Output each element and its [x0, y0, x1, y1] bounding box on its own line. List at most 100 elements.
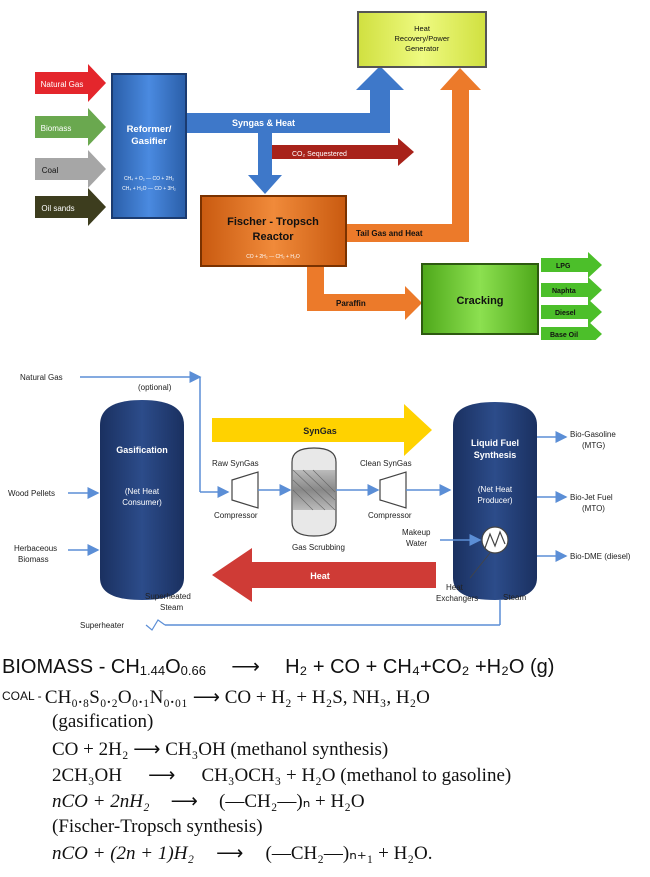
compressor-1-icon: [231, 471, 259, 509]
output-label: Naphta: [552, 288, 576, 295]
ft-title-1: Fischer - Tropsch: [227, 216, 319, 228]
ft2-reactant: nCO + (2n + 1)H₂: [52, 843, 195, 864]
bio-jet-sub: (MTO): [582, 504, 605, 513]
output-arrow-naphta: Naphta: [541, 277, 602, 303]
heat-exchanger-icon: [481, 526, 509, 554]
biomass-o: O: [165, 656, 181, 678]
heat-recovery-title-3: Generator: [405, 44, 439, 53]
fischer-tropsch-equation: nCO + 2nH₂ ⟶ (—CH₂—)ₙ + H₂O: [52, 790, 365, 813]
mtg-reactant: 2CH₃OH: [52, 765, 122, 786]
biomass-sub-2: 0.66: [180, 663, 206, 678]
coal-note: (gasification): [52, 711, 154, 732]
biomass-sub-1: 1.44: [139, 663, 166, 678]
bio-dme-label: Bio-DME (diesel): [570, 552, 631, 561]
reformer-title-1: Reformer/: [127, 124, 172, 135]
ft-products: (—CH₂—)ₙ + H₂O: [219, 791, 365, 812]
biomass-arrow: ⟶: [231, 656, 260, 678]
syngas-down-arrow: [248, 133, 282, 194]
output-arrow-base-oil: Base Oil: [541, 321, 602, 340]
cracking-title: Cracking: [456, 295, 503, 307]
bio-gasoline-label: Bio-Gasoline: [570, 430, 616, 439]
ft-title-2: Reactor: [253, 231, 295, 243]
superheated-steam-label-2: Steam: [160, 603, 183, 612]
methanol-to-gasoline-equation: 2CH₃OH ⟶ CH₃OCH₃ + H₂O (methanol to gaso…: [52, 764, 511, 787]
heat-recovery-title-1: Heat: [414, 24, 431, 33]
gasification-sub-2: Consumer): [122, 498, 162, 507]
input-label: Coal: [42, 166, 59, 175]
co2-arrow: CO₂ Sequestered: [272, 138, 414, 166]
output-arrow-lpg: LPG: [541, 252, 602, 278]
syngas-heat-arrow: Syngas & Heat: [185, 66, 404, 133]
heat-arrow: Heat: [212, 548, 436, 602]
tail-gas-label: Tail Gas and Heat: [356, 229, 423, 238]
syngas-arrow: SynGas: [212, 404, 432, 456]
ft-equation: CO + 2H₂ — CH₂ + H₂O: [246, 254, 300, 260]
meoh-arrow: ⟶: [133, 739, 161, 760]
methanol-synthesis-equation: CO + 2H₂ ⟶ CH₃OH (methanol synthesis): [52, 738, 388, 761]
reformer-equation-2: CH₄ + H₂O — CO + 3H₂: [122, 186, 176, 192]
gas-scrubbing-vessel: [291, 447, 337, 537]
gasification-title: Gasification: [116, 445, 168, 455]
lfs-sub-1: (Net Heat: [478, 485, 513, 494]
gasification-sub-1: (Net Heat: [125, 487, 160, 496]
input-arrow-natural-gas: Natural Gas: [35, 64, 106, 102]
makeup-water-label-2: Water: [406, 539, 427, 548]
compressor-2-label: Compressor: [368, 511, 412, 520]
compressor-1-label: Compressor: [214, 511, 258, 520]
output-label: Diesel: [555, 310, 576, 317]
ft2-products: (—CH₂—)ₙ₊₁ + H₂O.: [265, 843, 433, 864]
ft2-arrow: ⟶: [216, 843, 244, 864]
wood-pellets-label: Wood Pellets: [8, 489, 55, 498]
output-label: Base Oil: [550, 332, 578, 339]
meoh-products: CH₃OH (methanol synthesis): [165, 739, 389, 760]
steam-label: Steam: [503, 593, 526, 602]
fischer-tropsch-reactor-box: Fischer - Tropsch Reactor CO + 2H₂ — CH₂…: [200, 195, 347, 267]
optional-label: (optional): [138, 383, 172, 392]
cracking-box: Cracking: [421, 263, 539, 335]
input-label: Oil sands: [41, 204, 74, 213]
raw-syngas-label: Raw SynGas: [212, 459, 259, 468]
input-arrow-oil-sands: Oil sands: [35, 188, 106, 226]
syngas-label: SynGas: [303, 426, 337, 436]
bio-jet-label: Bio-Jet Fuel: [570, 493, 613, 502]
superheater-label: Superheater: [80, 621, 124, 630]
lfs-sub-2: Producer): [477, 496, 512, 505]
bio-gasoline-sub: (MTG): [582, 441, 605, 450]
biomass-liquid-fuel-diagram: Natural Gas (optional) Wood Pellets Herb…: [8, 371, 631, 631]
input-arrow-biomass: Biomass: [35, 108, 106, 146]
meoh-reactant: CO + 2H₂: [52, 739, 129, 760]
coal-reactant: CH₀.₈S₀.₂O₀.₁N₀.₀₁: [44, 687, 188, 708]
reformer-title-2: Gasifier: [131, 136, 167, 147]
mtg-products: CH₃OCH₃ + H₂O (methanol to gasoline): [201, 765, 512, 786]
coal-label: COAL -: [2, 689, 45, 703]
heat-exchangers-label-2: Exchangers: [436, 594, 478, 603]
biomass-equation: BIOMASS - CH1.44O0.66 ⟶ H₂ + CO + CH₄+CO…: [2, 654, 642, 679]
tail-gas-arrow: Tail Gas and Heat: [345, 68, 481, 242]
gas-scrubbing-label: Gas Scrubbing: [292, 543, 345, 552]
paraffin-arrow: Paraffin: [307, 265, 422, 320]
ft-arrow: ⟶: [170, 791, 198, 812]
input-label: Biomass: [41, 124, 72, 133]
output-label: LPG: [556, 263, 571, 270]
biomass-products: H₂ + CO + CH₄+CO₂ +H₂O (g): [285, 656, 555, 678]
input-label: Natural Gas: [41, 80, 84, 89]
heat-recovery-box: Heat Recovery/Power Generator: [357, 11, 487, 68]
input-arrow-coal: Coal: [35, 150, 106, 188]
heat-recovery-title-2: Recovery/Power: [394, 34, 450, 43]
syngas-heat-label: Syngas & Heat: [232, 118, 295, 128]
superheated-steam-label-1: Superheated: [145, 592, 191, 601]
mtg-arrow: ⟶: [148, 765, 176, 786]
herbaceous-label-1: Herbaceous: [14, 544, 57, 553]
co2-label: CO₂ Sequestered: [292, 151, 347, 158]
biomass-prefix: BIOMASS - CH: [2, 656, 140, 678]
output-arrow-diesel: Diesel: [541, 299, 602, 325]
makeup-water-label-1: Makeup: [402, 528, 431, 537]
fischer-tropsch-equation-2: nCO + (2n + 1)H₂ ⟶ (—CH₂—)ₙ₊₁ + H₂O.: [52, 842, 432, 865]
natural-gas-label: Natural Gas: [20, 373, 63, 382]
reformer-gasifier-box: Reformer/ Gasifier CH₄ + O₂ — CO + 2H₂ C…: [111, 73, 187, 219]
liquid-fuel-synthesis-vessel: Liquid Fuel Synthesis (Net Heat Producer…: [453, 402, 537, 600]
lfs-title-2: Synthesis: [474, 450, 517, 460]
coal-arrow: ⟶: [192, 687, 220, 708]
reformer-equation-1: CH₄ + O₂ — CO + 2H₂: [124, 176, 174, 182]
coal-products: CO + H₂ + H₂S, NH₃, H₂O: [224, 687, 430, 708]
